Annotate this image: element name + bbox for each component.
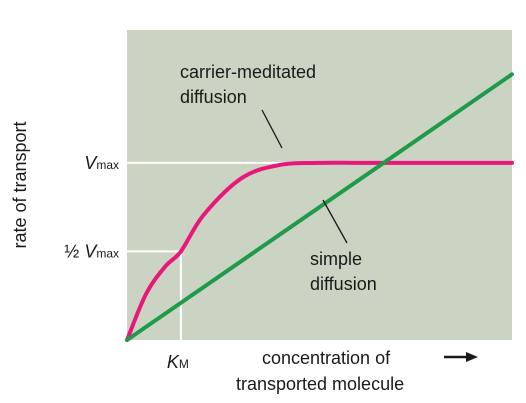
carrier-meditated-curve bbox=[125, 160, 514, 342]
label-leaders bbox=[261, 109, 348, 244]
carrier-label-line2: diffusion bbox=[180, 87, 247, 107]
carrier-leader-line bbox=[261, 109, 283, 149]
half-vmax-tick-label: ½ Vmax bbox=[64, 241, 119, 261]
simple-label-line2: diffusion bbox=[310, 274, 377, 294]
series-layer bbox=[125, 72, 514, 342]
x-axis-arrow-icon bbox=[444, 352, 478, 362]
y-axis-label: rate of transport bbox=[10, 121, 30, 248]
carrier-label-line1: carrier-meditated bbox=[180, 62, 316, 82]
simple-leader-line bbox=[322, 199, 348, 244]
plot-background bbox=[127, 30, 512, 340]
vmax-tick-label: Vmax bbox=[84, 153, 119, 173]
km-tick-label: KM bbox=[167, 352, 189, 372]
simple-label-line1: simple bbox=[310, 249, 362, 269]
simple-diffusion-line bbox=[125, 72, 514, 342]
x-axis-label-line2: transported molecule bbox=[236, 374, 404, 394]
y-tick-labels: Vmax ½ Vmax bbox=[64, 153, 119, 262]
x-axis-label-line1: concentration of bbox=[262, 348, 391, 368]
x-tick-labels: KM bbox=[167, 352, 189, 372]
